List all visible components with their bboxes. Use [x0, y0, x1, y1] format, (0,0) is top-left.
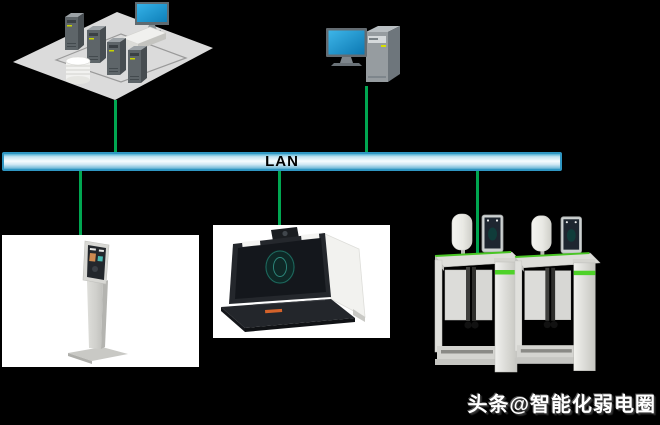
connector-servers-to-lan: [114, 100, 117, 153]
gate-unit-2: [513, 214, 602, 372]
server-tower-icon: [128, 46, 147, 83]
kiosk-pillar: [87, 281, 103, 349]
face-recognition-terminal-icon: [221, 227, 366, 332]
pc-monitor-icon: [326, 28, 367, 66]
face-outline-icon: [265, 250, 295, 284]
kiosk-screen: [82, 240, 110, 285]
connector-pc-to-lan: [365, 86, 368, 153]
workstation-pc-node: [326, 26, 400, 82]
face-terminal-photo: [213, 225, 390, 338]
floor-standing-kiosk-icon: [68, 240, 128, 364]
connector-lan-to-kiosk: [79, 170, 82, 235]
server-tower-icon: [65, 13, 84, 50]
kiosk-base: [68, 347, 128, 361]
lan-label: LAN: [265, 153, 299, 170]
database-cylinder-icon: [65, 56, 91, 84]
server-tower-icon: [87, 26, 106, 63]
lan-bus-bar: LAN: [2, 152, 562, 171]
watermark-text: 头条@智能化弱电圈: [467, 394, 656, 416]
monitor-icon: [135, 2, 169, 33]
kiosk-photo: [2, 235, 199, 367]
server-cluster-node: [13, 2, 213, 100]
terminal-screen: [229, 233, 331, 304]
connector-lan-to-terminal: [278, 170, 281, 225]
pc-tower-icon: [366, 26, 400, 82]
gate-unit-1: [434, 213, 523, 373]
server-tower-icon: [107, 38, 126, 75]
connector-lan-to-turnstiles: [476, 170, 479, 260]
turnstile-gates-node: [434, 213, 602, 373]
terminal-base: [221, 299, 355, 332]
